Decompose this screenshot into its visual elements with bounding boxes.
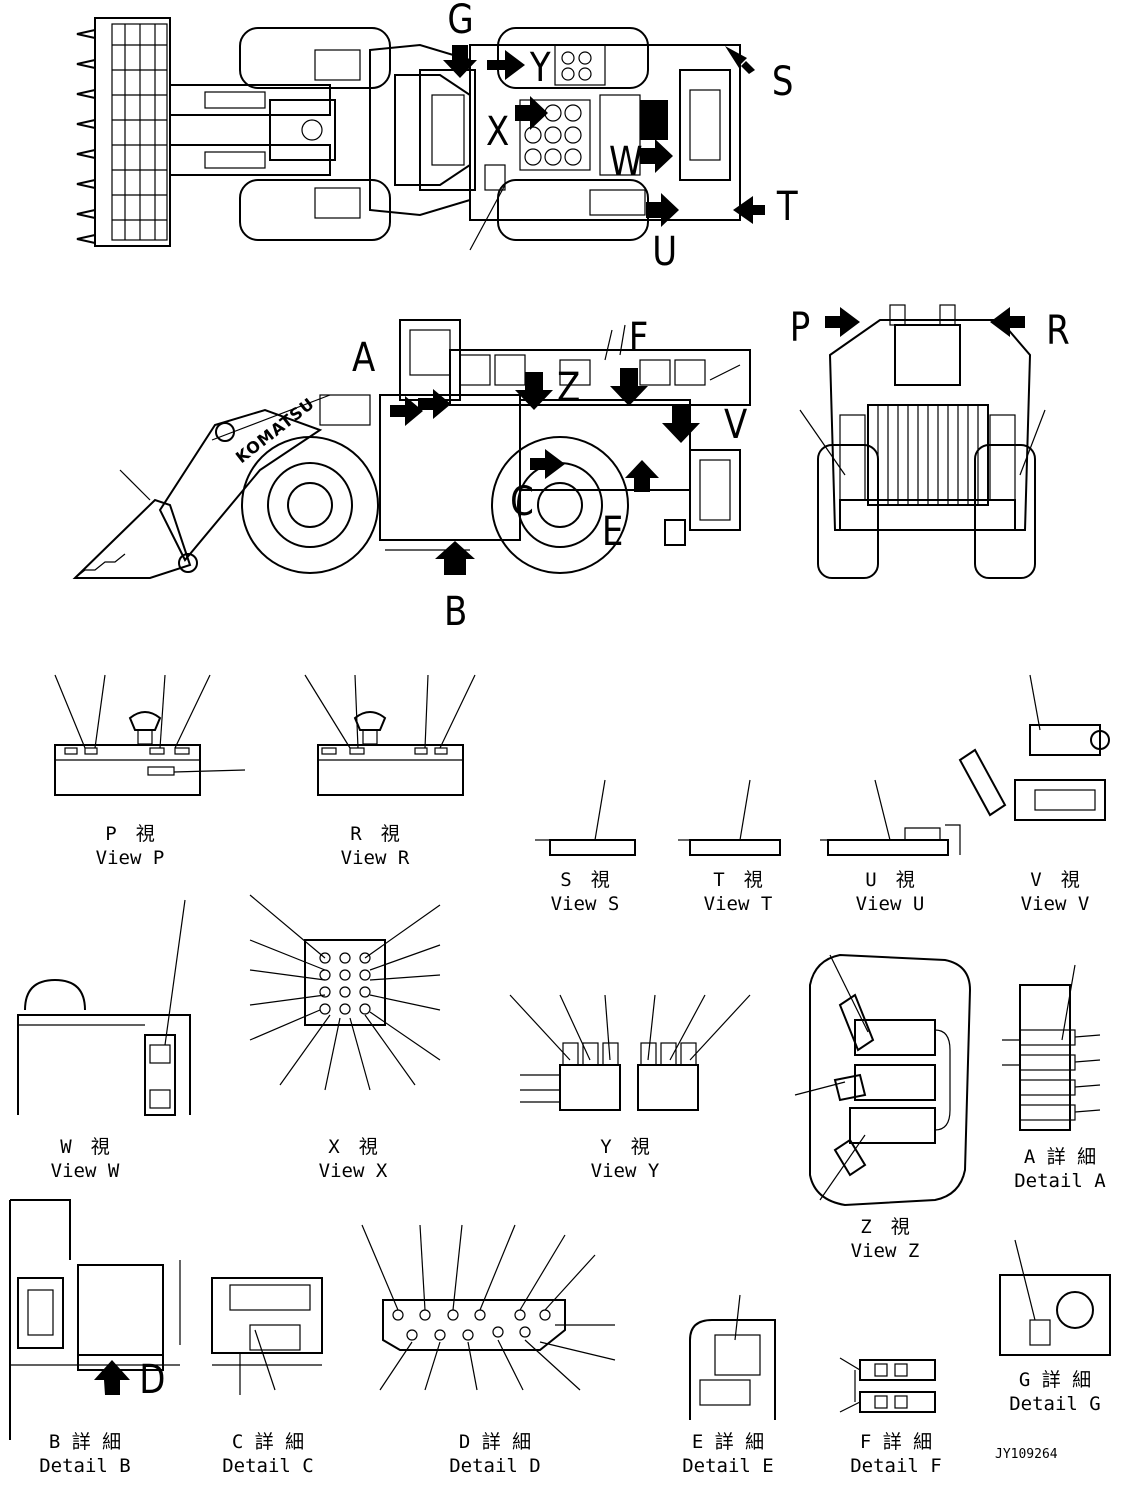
view-r-drawing bbox=[304, 674, 476, 796]
letter-w: W bbox=[608, 139, 643, 185]
detail-e-drawing bbox=[689, 1294, 776, 1420]
rear-view-arrows bbox=[825, 307, 1025, 337]
letter-g: G bbox=[447, 0, 474, 43]
detail-c-drawing bbox=[211, 1277, 323, 1395]
letter-d: D bbox=[139, 1357, 166, 1403]
letter-b: B bbox=[444, 589, 468, 635]
view-t-drawing bbox=[678, 779, 781, 856]
letter-x: X bbox=[486, 109, 510, 155]
letter-r: R bbox=[1046, 308, 1070, 354]
letter-y: Y bbox=[529, 45, 551, 91]
detail-g-drawing bbox=[999, 1239, 1111, 1356]
letter-e: E bbox=[601, 509, 624, 555]
plan-view-arrows bbox=[443, 45, 765, 227]
letter-z: Z bbox=[557, 365, 581, 411]
letter-s: S bbox=[771, 59, 794, 105]
detail-d-drawing bbox=[361, 1224, 616, 1391]
view-v-drawing bbox=[958, 674, 1110, 821]
view-z-drawing bbox=[794, 953, 972, 1207]
side-view-drawing bbox=[72, 319, 751, 579]
drawing-number: JY109264 bbox=[995, 1447, 1058, 1462]
letter-c: C bbox=[510, 479, 534, 525]
rear-view-drawing bbox=[799, 304, 1046, 579]
letter-f: F bbox=[628, 315, 649, 361]
detail-b-drawing bbox=[9, 1199, 181, 1440]
letter-p: P bbox=[789, 305, 811, 351]
view-y-drawing bbox=[509, 994, 751, 1111]
view-p-drawing bbox=[54, 674, 246, 796]
letter-a: A bbox=[352, 335, 376, 381]
view-w-drawing bbox=[17, 899, 191, 1116]
view-s-drawing bbox=[535, 779, 636, 856]
letter-t: T bbox=[776, 184, 798, 230]
plan-view-drawing bbox=[76, 17, 741, 251]
letter-u: U bbox=[652, 229, 678, 275]
detail-f-drawing bbox=[839, 1357, 936, 1413]
view-x-drawing bbox=[249, 894, 441, 1091]
letter-v: V bbox=[724, 402, 748, 448]
view-u-drawing bbox=[820, 779, 961, 856]
side-view-arrows bbox=[390, 368, 700, 575]
detail-a-drawing bbox=[1002, 964, 1101, 1131]
